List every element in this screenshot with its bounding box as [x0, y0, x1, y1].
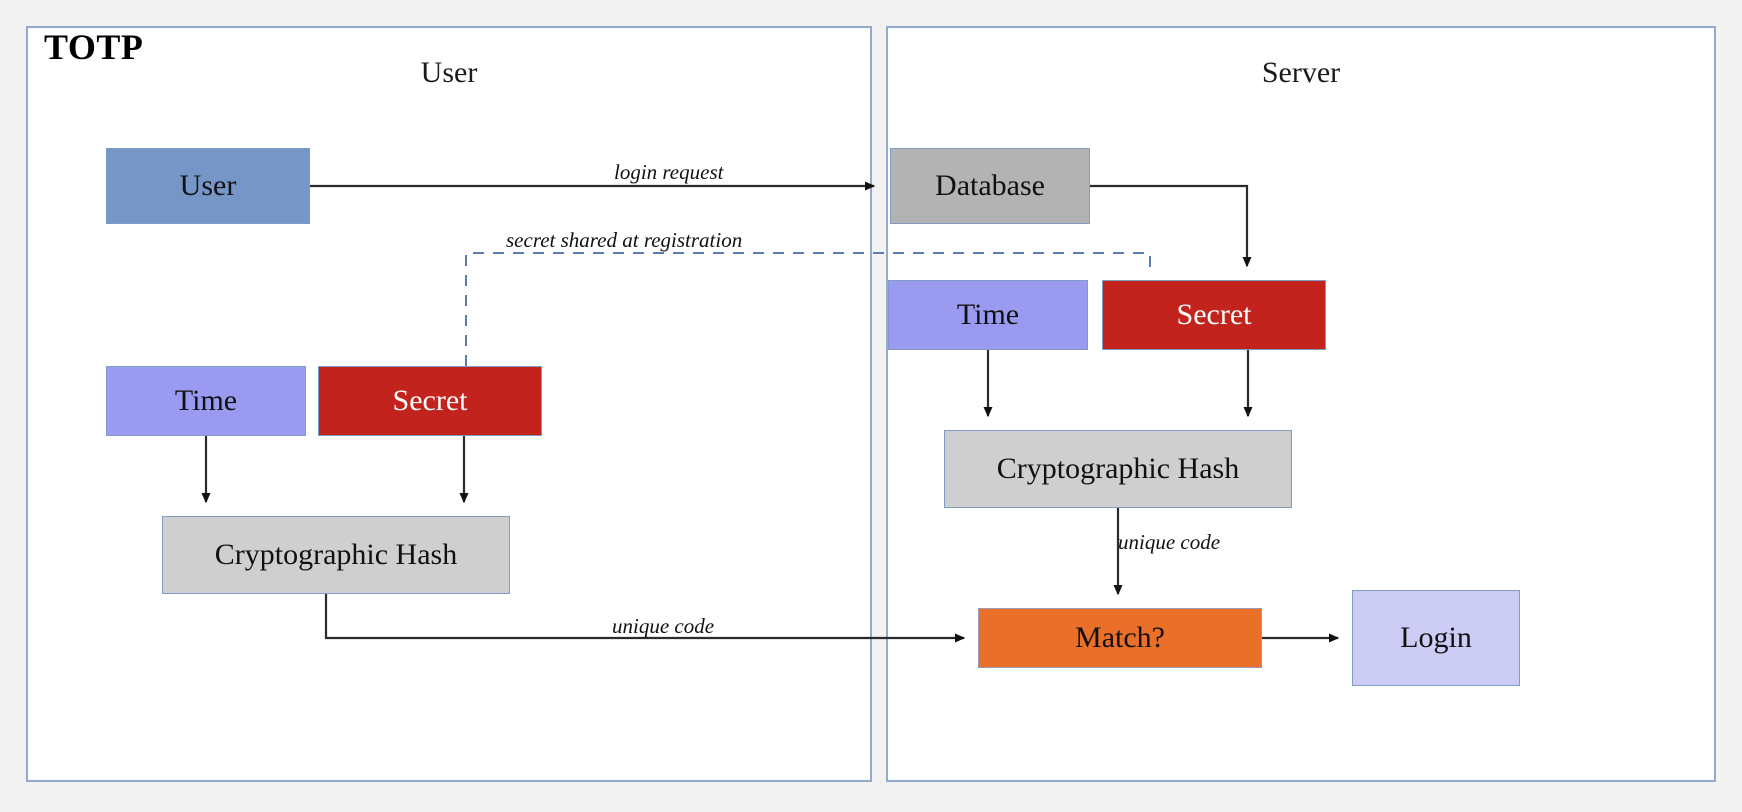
node-match[interactable]: Match?: [978, 608, 1262, 668]
edge-label-login-request: login request: [614, 160, 724, 184]
edge-label-unique-code-user: unique code: [612, 614, 715, 638]
node-database[interactable]: Database: [890, 148, 1090, 224]
node-secret-server[interactable]: Secret: [1102, 280, 1326, 350]
node-cryptographic-hash-server[interactable]: Cryptographic Hash: [944, 430, 1292, 508]
panel-user-title: User: [420, 56, 478, 89]
panel-server-title: Server: [1261, 56, 1341, 89]
edge-label-secret-shared: secret shared at registration: [506, 228, 743, 252]
diagram-title: TOTP: [44, 27, 144, 67]
node-time-server[interactable]: Time: [888, 280, 1088, 350]
panel-server: Server: [886, 26, 1716, 782]
edge-label-unique-code-server: unique code: [1118, 530, 1221, 554]
node-login[interactable]: Login: [1352, 590, 1520, 686]
node-user[interactable]: User: [106, 148, 310, 224]
node-cryptographic-hash-user[interactable]: Cryptographic Hash: [162, 516, 510, 594]
node-time-user[interactable]: Time: [106, 366, 306, 436]
node-secret-user[interactable]: Secret: [318, 366, 542, 436]
